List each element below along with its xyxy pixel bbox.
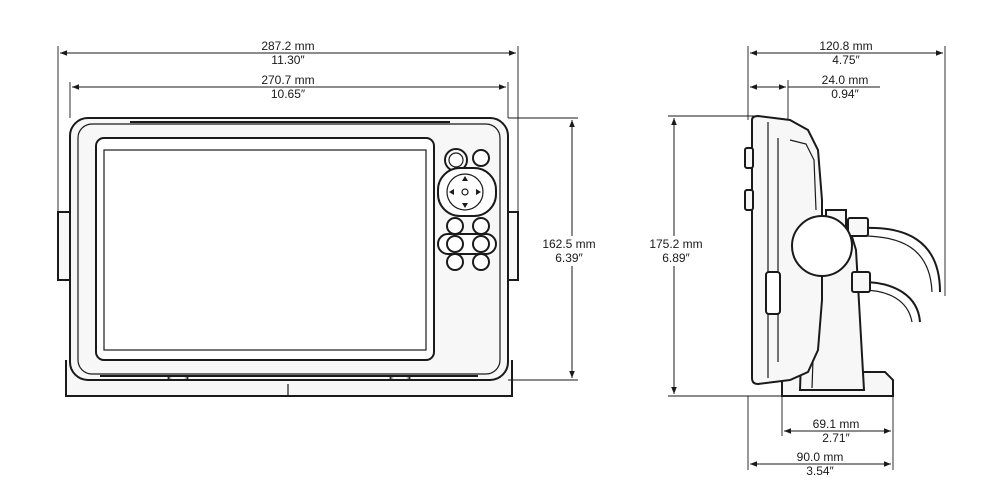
dim-side-display-depth-mm: 24.0 mm [822, 73, 869, 87]
front-button-lower-3 [446, 253, 464, 271]
dim-front-body-width-mm: 270.7 mm [261, 73, 314, 87]
front-button-mid-left [446, 217, 464, 235]
dim-side-overall-height-mm: 175.2 mm [649, 237, 702, 251]
dim-side-base-depth-in: 3.54″ [806, 464, 834, 478]
side-display-body [751, 114, 823, 386]
dim-side-bracket-depth-in: 2.71″ [822, 431, 850, 445]
dim-front-overall-width-mm: 287.2 mm [261, 39, 314, 53]
side-dimensions: 120.8 mm 4.75″ 24.0 mm 0.94″ 175.2 mm 6.… [640, 39, 946, 478]
dim-side-display-depth-in: 0.94″ [831, 87, 859, 101]
front-button-lower-1 [446, 235, 464, 253]
dim-front-height-in: 6.39″ [555, 251, 583, 265]
front-button-lower-4 [472, 253, 490, 271]
side-mount-knob [791, 215, 853, 277]
front-directional-pad [437, 167, 497, 217]
dim-side-overall-depth-in: 4.75″ [832, 53, 860, 67]
side-cable-upper [861, 226, 941, 293]
front-screen [95, 137, 435, 361]
front-dimensions: 287.2 mm 11.30″ 270.7 mm 10.65″ 162.5 mm… [57, 39, 602, 381]
front-button-top-right [472, 149, 490, 167]
dim-front-height-mm: 162.5 mm [542, 237, 595, 251]
dim-front-overall-width-in: 11.30″ [271, 53, 305, 67]
side-cable-lower [861, 281, 921, 323]
front-button-mid-right [472, 217, 490, 235]
dim-side-bracket-depth-mm: 69.1 mm [813, 417, 860, 431]
side-view [744, 114, 941, 397]
dim-side-overall-height-in: 6.89″ [662, 251, 690, 265]
dim-side-base-depth-mm: 90.0 mm [797, 450, 844, 464]
front-button-lower-2 [472, 235, 490, 253]
dim-front-body-width-in: 10.65″ [271, 87, 306, 101]
front-view [57, 117, 519, 397]
dim-side-overall-depth-mm: 120.8 mm [819, 39, 872, 53]
side-port [765, 271, 781, 315]
